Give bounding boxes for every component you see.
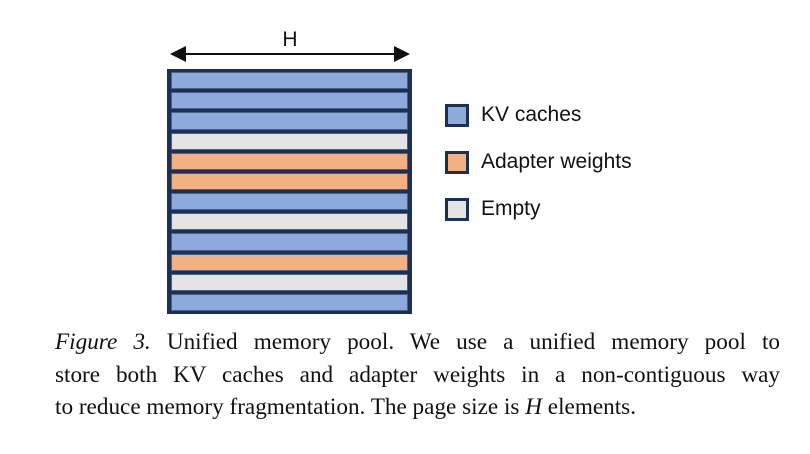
pool-row-kv [171, 112, 408, 130]
figure-caption: Figure 3. Unified memory pool. We use a … [55, 326, 780, 424]
pool-row-empty [171, 213, 408, 231]
pool-row-kv [171, 233, 408, 251]
caption-text: Unified memory pool. We use a unified me… [150, 329, 781, 355]
legend-item-adapter: Adapter weights [445, 150, 632, 174]
width-label: H [282, 28, 298, 51]
pool-row-adapter [171, 172, 408, 191]
legend-label: Empty [481, 197, 541, 220]
pool-row-empty [171, 132, 408, 150]
caption-variable: H [525, 394, 542, 420]
caption-text: elements. [542, 394, 637, 420]
memory-pool [167, 69, 412, 314]
legend-swatch [445, 197, 469, 221]
legend-label: Adapter weights [481, 150, 632, 173]
legend-label: KV caches [481, 103, 582, 126]
legend-item-kv: KV caches [445, 103, 632, 127]
caption-text: to reduce memory fragmentation. The page… [55, 394, 526, 420]
legend-swatch [445, 150, 469, 174]
caption-line-1: Figure 3. Unified memory pool. We use a … [55, 326, 780, 359]
pool-row-kv [171, 193, 408, 211]
pool-row-adapter [171, 152, 408, 170]
caption-label: Figure 3. [55, 329, 151, 355]
caption-line-2: store both KV caches and adapter weights… [55, 361, 780, 388]
pool-row-kv [171, 92, 408, 110]
legend-item-empty: Empty [445, 197, 632, 221]
legend-swatch [445, 103, 469, 127]
caption-line-3: to reduce memory fragmentation. The page… [55, 391, 780, 424]
pool-row-adapter [171, 253, 408, 271]
pool-row-kv [171, 293, 408, 312]
pool-row-empty [171, 273, 408, 291]
pool-row-kv [171, 72, 408, 90]
